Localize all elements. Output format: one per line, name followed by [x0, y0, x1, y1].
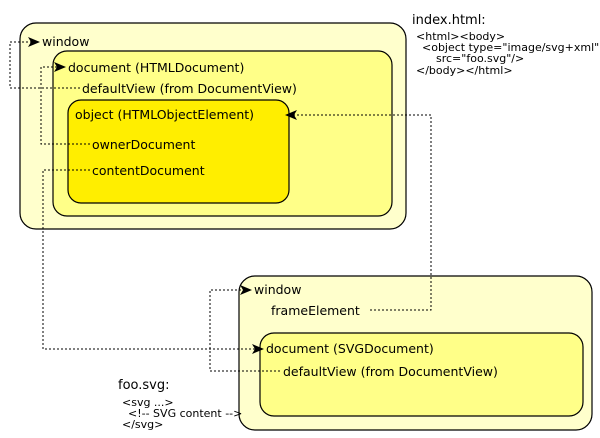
frame-element-label: frameElement — [271, 303, 360, 318]
owner-document-to-document-connector — [40, 62, 90, 145]
foo-svg-line: </svg> — [122, 418, 163, 431]
default-view-to-window-connector — [9, 37, 80, 89]
foo-svg-line: <!-- SVG content --> — [128, 407, 242, 420]
object-element-box — [67, 99, 290, 204]
owner-document-label: ownerDocument — [92, 137, 195, 152]
svg-document-box — [259, 332, 584, 417]
content-document-label: contentDocument — [92, 163, 205, 178]
main-window-label: window — [42, 34, 89, 49]
content-document-to-svg-document-connector — [42, 169, 264, 354]
index-html-line: src="foo.svg"/> — [436, 52, 524, 65]
main-default-view-label: defaultView (from DocumentView) — [82, 81, 297, 96]
index-html-line: <object type="image/svg+xml" — [422, 41, 599, 54]
index-html-line: <html><body> — [416, 30, 505, 43]
index-html-line: </body></html> — [416, 64, 513, 77]
foo-svg-title: foo.svg: — [118, 378, 170, 393]
index-html-title: index.html: — [412, 13, 486, 28]
frame-element-to-object-connector — [285, 110, 432, 311]
main-document-label: document (HTMLDocument) — [68, 60, 244, 75]
foo-svg-line: <svg ...> — [122, 396, 174, 409]
svg-window-label: window — [254, 282, 301, 297]
svg-default-view-label: defaultView (from DocumentView) — [283, 364, 498, 379]
svg-document-label: document (SVGDocument) — [266, 341, 434, 356]
object-element-label: object (HTMLObjectElement) — [75, 107, 254, 122]
